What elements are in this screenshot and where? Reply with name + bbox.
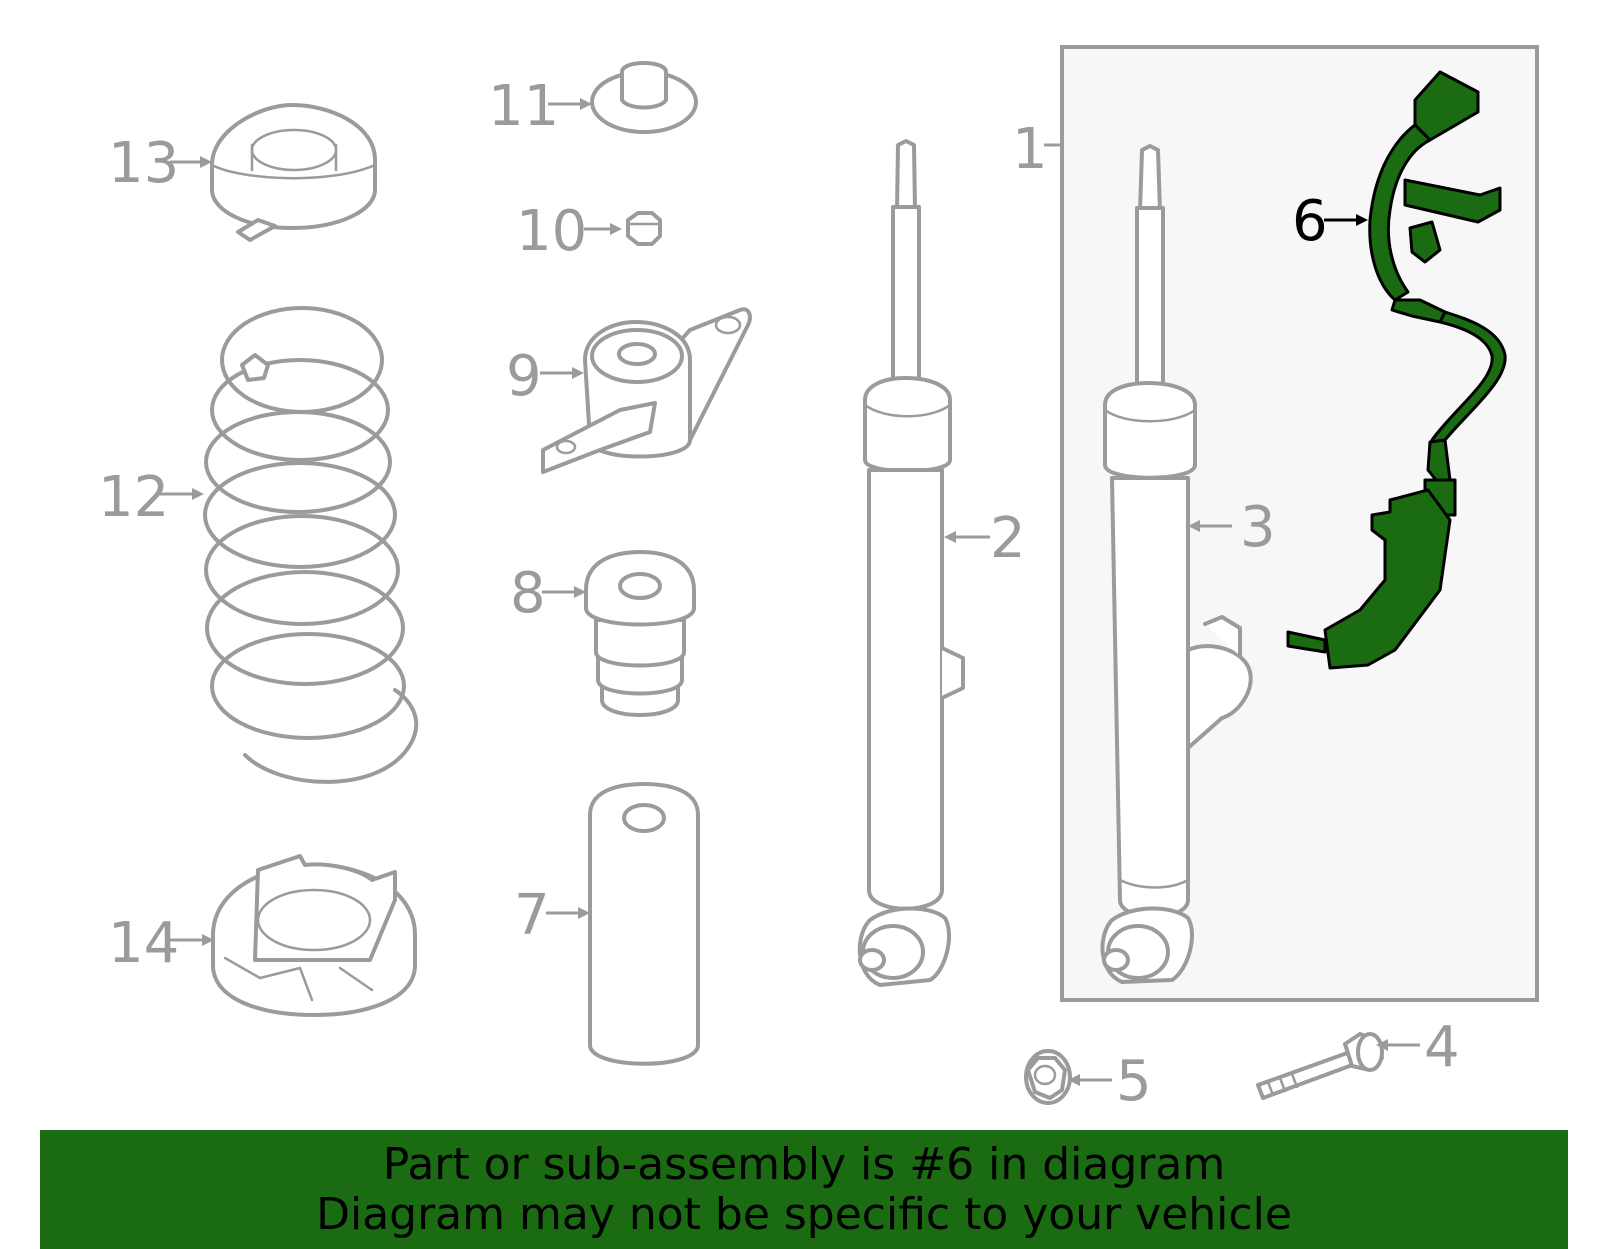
part-7-dust-boot[interactable] — [588, 782, 700, 1066]
part-14-lower-spring-seat[interactable] — [211, 854, 417, 1017]
callout-6: 6 — [1292, 189, 1328, 254]
callout-1: 1 — [1012, 117, 1048, 182]
callout-10: 10 — [516, 199, 587, 264]
callout-14: 14 — [108, 911, 179, 976]
callout-13: 13 — [108, 131, 179, 196]
arrow-14 — [202, 934, 214, 946]
callout-12: 12 — [98, 465, 169, 530]
arrow-4 — [1376, 1039, 1388, 1051]
callout-2: 2 — [990, 506, 1026, 571]
part-6-sensor-harness[interactable] — [1286, 70, 1507, 670]
callout-11: 11 — [488, 74, 559, 139]
part-11-cap[interactable] — [590, 61, 698, 134]
arrow-6 — [1356, 214, 1368, 226]
callout-3: 3 — [1240, 495, 1276, 560]
part-4-bolt[interactable] — [1256, 1032, 1384, 1100]
callout-9: 9 — [506, 344, 542, 409]
banner-line-2: Diagram may not be specific to your vehi… — [316, 1188, 1292, 1240]
callout-5: 5 — [1116, 1049, 1152, 1114]
part-3-shock-absorber[interactable] — [1100, 144, 1253, 984]
banner-line-1: Part or sub-assembly is #6 in diagram — [382, 1138, 1226, 1190]
arrow-5 — [1068, 1074, 1080, 1086]
arrow-11 — [580, 98, 592, 110]
arrow-8 — [574, 586, 586, 598]
callout-8: 8 — [510, 561, 546, 626]
arrow-3 — [1188, 520, 1200, 532]
arrow-2 — [944, 531, 956, 543]
part-9-strut-mount[interactable] — [541, 307, 752, 474]
part-12-coil-spring[interactable] — [203, 306, 419, 784]
part-13-spring-seat[interactable] — [210, 103, 377, 242]
callout-7: 7 — [514, 883, 550, 948]
part-2-shock-absorber[interactable] — [857, 139, 965, 987]
info-banner: Part or sub-assembly is #6 in diagram Di… — [40, 1130, 1568, 1249]
arrow-10 — [610, 223, 622, 235]
arrow-13 — [200, 156, 212, 168]
part-10-nut[interactable] — [626, 211, 662, 246]
arrow-7 — [578, 907, 590, 919]
part-8-bump-stop[interactable] — [584, 550, 696, 717]
arrow-12 — [192, 488, 204, 500]
arrow-9 — [572, 367, 584, 379]
part-5-flange-nut[interactable] — [1024, 1049, 1072, 1105]
callout-4: 4 — [1424, 1015, 1460, 1080]
